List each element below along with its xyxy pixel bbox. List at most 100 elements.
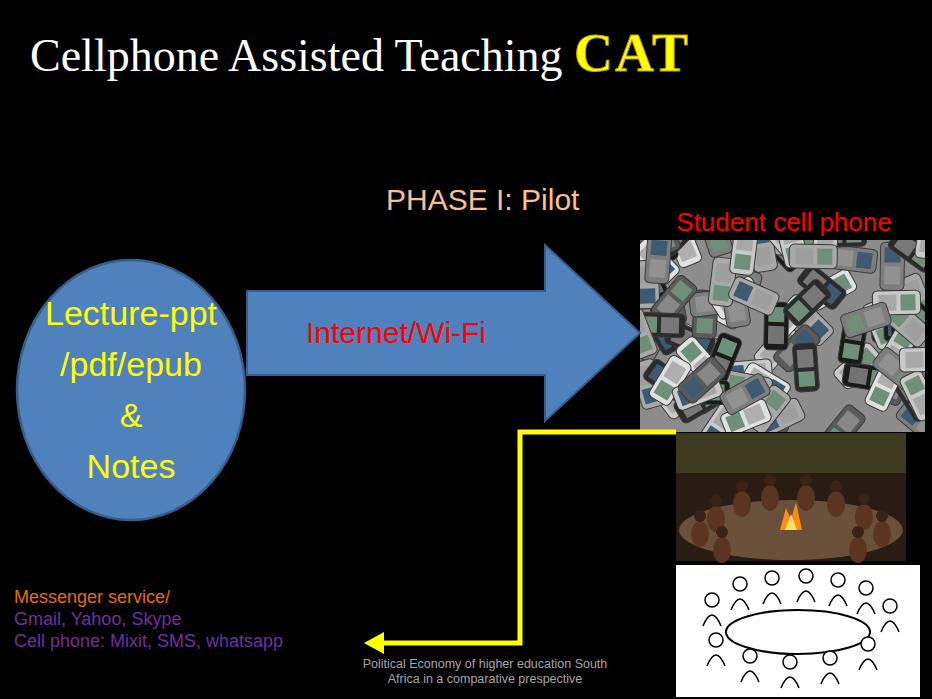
sketch-head bbox=[799, 569, 813, 583]
sketch-body bbox=[797, 591, 815, 602]
meeting-sketch bbox=[676, 565, 920, 697]
phone-keypad bbox=[754, 246, 773, 267]
person-body bbox=[761, 485, 779, 511]
content-ellipse: Lecture-ppt /pdf/epub & Notes bbox=[15, 258, 247, 522]
sketch-head bbox=[783, 655, 797, 669]
sketch-body bbox=[731, 599, 749, 610]
phone-screen bbox=[640, 335, 653, 355]
fire-flame bbox=[780, 502, 802, 530]
phone-screen bbox=[650, 240, 667, 256]
phone-icon bbox=[914, 240, 925, 260]
phone-keypad bbox=[725, 387, 749, 410]
phone-icon bbox=[696, 240, 734, 259]
phone-body bbox=[727, 275, 781, 316]
sketch-body bbox=[881, 621, 899, 632]
phone-body bbox=[839, 301, 892, 339]
phone-body bbox=[781, 277, 832, 328]
phone-body bbox=[818, 403, 867, 432]
sketch-head bbox=[861, 637, 875, 651]
sketch-body bbox=[707, 655, 725, 666]
phone-screen bbox=[717, 338, 737, 358]
phone-body bbox=[645, 240, 672, 284]
phone-icon bbox=[718, 372, 772, 416]
sketch-body bbox=[781, 677, 799, 688]
phone-icon bbox=[781, 277, 832, 328]
person-body bbox=[733, 491, 751, 517]
phone-screen bbox=[817, 248, 832, 264]
phone-icon bbox=[645, 240, 672, 284]
sketch-head bbox=[859, 581, 873, 595]
phone-body bbox=[914, 240, 925, 260]
sketch-head bbox=[883, 599, 897, 613]
person-body bbox=[797, 485, 815, 511]
phone-screen bbox=[640, 288, 656, 304]
sketch-body bbox=[829, 595, 847, 606]
person-body bbox=[713, 537, 731, 563]
phone-screen bbox=[788, 300, 810, 322]
feedback-arrowhead bbox=[364, 632, 384, 654]
phone-keypad bbox=[863, 307, 885, 328]
photo-ground bbox=[676, 433, 906, 561]
phone-body bbox=[729, 240, 759, 276]
phone-keypad bbox=[884, 266, 900, 284]
ellipse-text: Lecture-ppt /pdf/epub & Notes bbox=[37, 288, 225, 492]
phone-keypad bbox=[878, 352, 902, 376]
sketch-body bbox=[857, 603, 875, 614]
person-body bbox=[873, 521, 891, 547]
sketch-body bbox=[763, 593, 781, 604]
sketch-head bbox=[765, 571, 779, 585]
service-note: Cell phone: Mixit, SMS, whatsapp bbox=[14, 631, 283, 653]
photo-earth bbox=[679, 500, 903, 560]
person-head bbox=[858, 493, 870, 505]
phone-icon bbox=[839, 301, 892, 339]
person-body bbox=[849, 537, 867, 563]
phone-screen bbox=[798, 371, 815, 387]
fire-core bbox=[785, 514, 797, 530]
phone-screen bbox=[904, 375, 925, 395]
person-head bbox=[800, 474, 812, 486]
phone-keypad bbox=[768, 326, 784, 344]
phone-screen bbox=[842, 343, 860, 360]
phone-panel: Student cell phone bbox=[640, 206, 928, 432]
phone-keypad bbox=[913, 392, 925, 415]
person-head bbox=[764, 474, 776, 486]
phone-keypad bbox=[697, 362, 721, 386]
person-head bbox=[716, 526, 728, 538]
campfire-photo bbox=[676, 433, 906, 563]
person-head bbox=[852, 526, 864, 538]
phone-keypad bbox=[649, 259, 666, 278]
block-arrow bbox=[247, 245, 640, 421]
arrow-label: Internet/Wi-Fi bbox=[306, 315, 486, 351]
phone-body bbox=[898, 369, 925, 423]
phone-screen bbox=[846, 240, 862, 243]
panel-heading: Student cell phone bbox=[640, 206, 928, 238]
phone-keypad bbox=[736, 240, 754, 251]
phone-screen bbox=[683, 377, 705, 399]
service-note: Gmail, Yahoo, Skype bbox=[14, 609, 181, 631]
phone-screen bbox=[856, 252, 873, 270]
phone-keypad bbox=[661, 317, 680, 334]
phone-screen bbox=[733, 281, 753, 302]
sketch-head bbox=[743, 649, 757, 663]
title-acronym: CAT bbox=[574, 23, 690, 83]
phone-body bbox=[899, 347, 925, 372]
phone-keypad bbox=[802, 284, 826, 308]
person-head bbox=[736, 480, 748, 492]
phone-screen bbox=[696, 318, 713, 334]
phone-screen bbox=[712, 285, 730, 302]
phone-body bbox=[676, 355, 728, 405]
phone-screen bbox=[869, 386, 890, 406]
phase-heading: PHASE I: Pilot bbox=[386, 182, 579, 218]
phone-screen bbox=[654, 380, 675, 401]
phone-screen bbox=[900, 294, 915, 310]
phone-screen bbox=[709, 240, 729, 253]
person-head bbox=[830, 480, 842, 492]
sketch-table bbox=[726, 610, 870, 654]
phone-screen bbox=[671, 280, 693, 302]
sketch-body bbox=[703, 615, 721, 626]
person-body bbox=[691, 521, 709, 547]
phone-body bbox=[640, 307, 659, 360]
sketch-body bbox=[821, 673, 839, 684]
phone-keypad bbox=[919, 240, 925, 254]
